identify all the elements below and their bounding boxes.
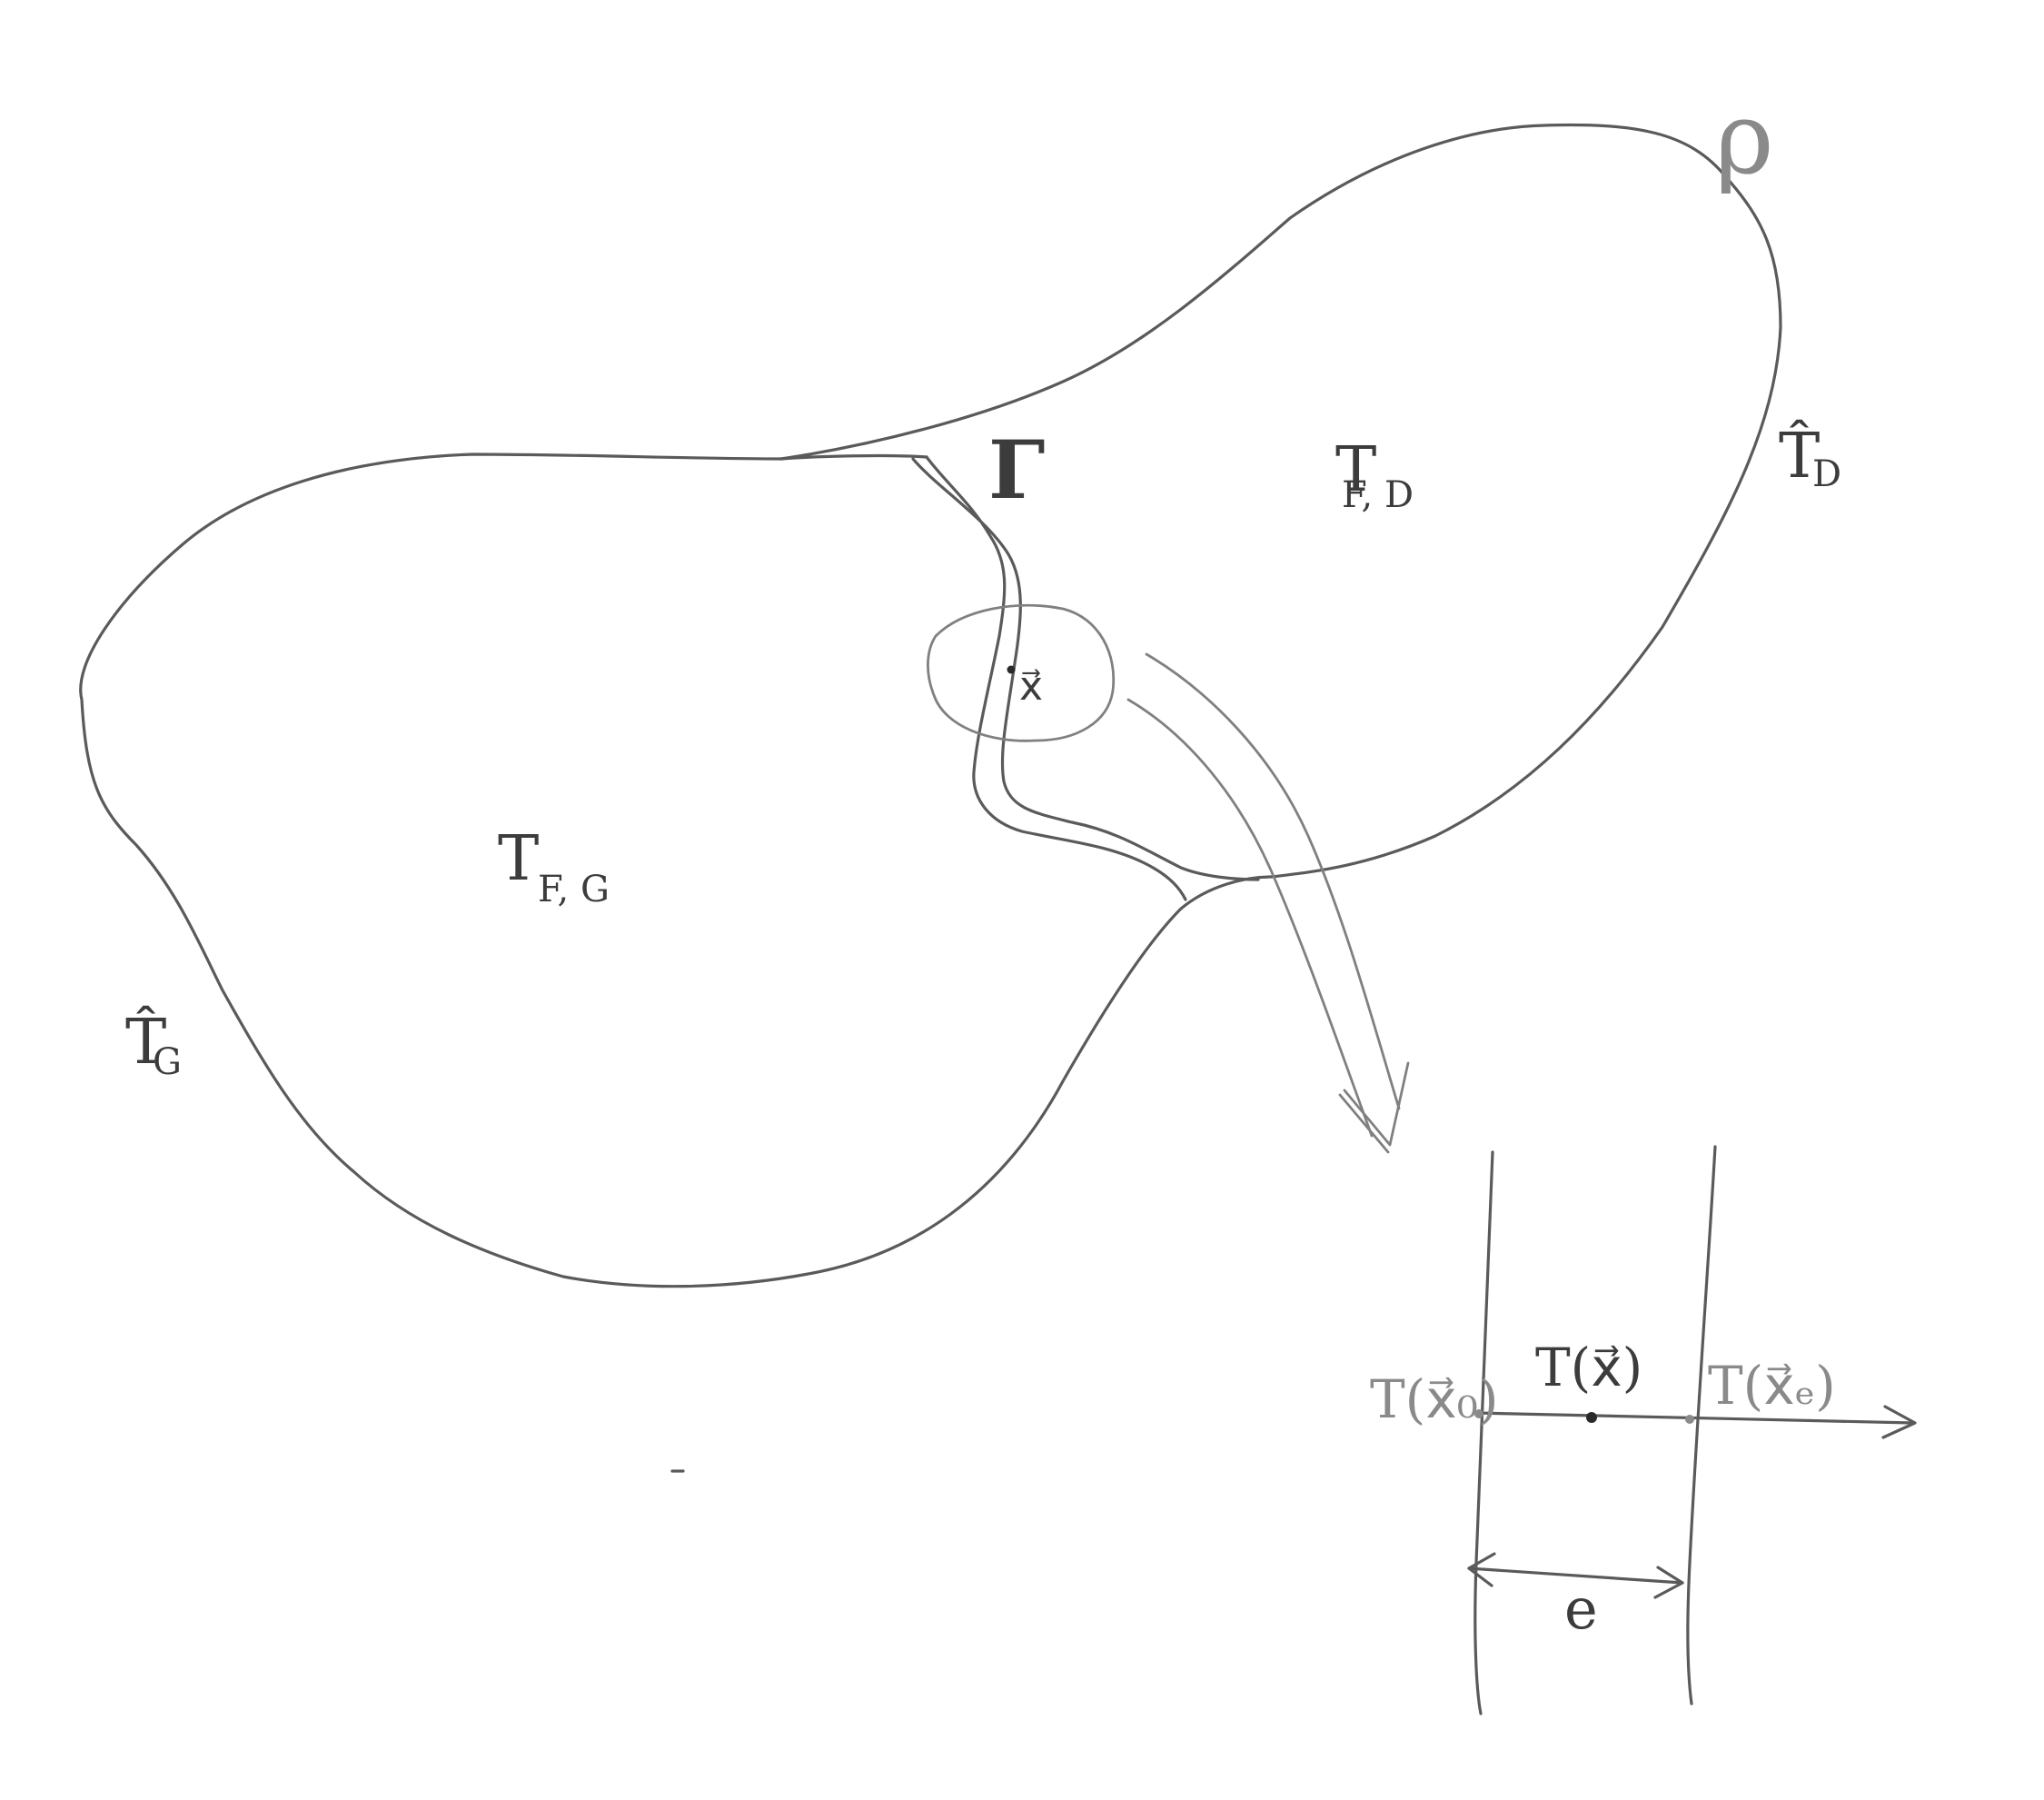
- zoom-vertical-right: [1686, 1145, 1717, 1706]
- zoom-right-label: T(x⃗ₑ): [1708, 1355, 1836, 1417]
- boundary-right-sub: D: [1812, 453, 1841, 495]
- zoom-circle: [927, 603, 1116, 742]
- region-left-sub: F, G: [538, 869, 610, 910]
- zoom-axis-arrowhead: [1881, 1405, 1917, 1439]
- region-right-sub: F, D: [1342, 474, 1414, 516]
- zoom-arrow-outer: [1145, 652, 1401, 1110]
- thickness-arrowhead-right: [1653, 1566, 1684, 1599]
- thickness-label: e: [1564, 1576, 1598, 1642]
- zoom-vertical-left: [1473, 1150, 1494, 1715]
- interface-line-right: [911, 457, 1260, 881]
- zoom-left-label: T(x⃗₀): [1370, 1368, 1499, 1430]
- region-left-main: T: [498, 823, 539, 895]
- boundary-left-main: T̂: [125, 1006, 166, 1079]
- label-boundary-right: T̂ D: [1779, 420, 1841, 495]
- zoom-arrow-inner: [1126, 698, 1374, 1138]
- point-x-marker: [1007, 665, 1016, 674]
- zoom-center-label: T(x⃗): [1535, 1337, 1642, 1398]
- thickness-arrowhead-left: [1467, 1552, 1496, 1587]
- zoom-point-right: [1685, 1415, 1694, 1424]
- interface-line-left: [925, 455, 1187, 901]
- region-right-main: T: [1335, 434, 1376, 506]
- zoom-axis: [1474, 1411, 1914, 1425]
- zoom-point-left: [1474, 1409, 1483, 1418]
- label-boundary-left: T̂ G: [125, 1006, 182, 1083]
- domain-symbol: ρ: [1715, 80, 1774, 196]
- boundary-right-main: T̂: [1779, 420, 1820, 492]
- label-region-right: T F, D: [1335, 434, 1414, 516]
- thickness-arrow: [1467, 1566, 1684, 1585]
- right-region-boundary: [779, 123, 1782, 879]
- interface-symbol: Γ: [988, 423, 1045, 517]
- label-region-left: T F, G: [498, 823, 610, 910]
- boundary-left-sub: G: [153, 1041, 182, 1083]
- zoom-point-center: [1586, 1412, 1597, 1423]
- left-region-boundary: [79, 452, 1274, 1288]
- point-x-label: x⃗: [1019, 663, 1043, 710]
- zoom-arrow-head: [1338, 1061, 1410, 1154]
